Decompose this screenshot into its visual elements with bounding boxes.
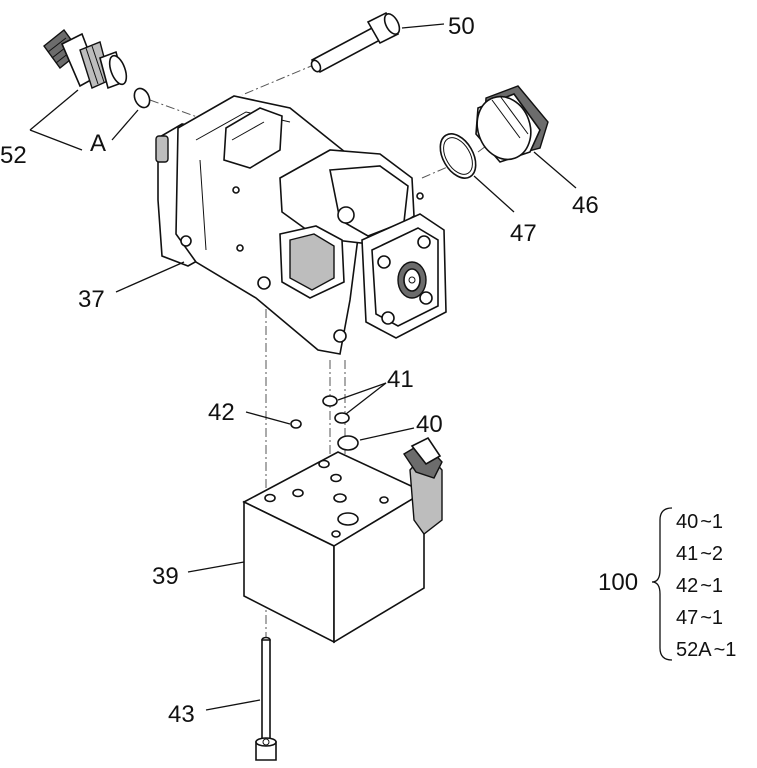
callout-52: 52 <box>0 142 27 169</box>
callout-39: 39 <box>152 563 179 590</box>
part-41-o-ring-upper <box>322 395 338 407</box>
callout-37: 37 <box>78 286 105 313</box>
part-39-manifold-block <box>242 436 443 644</box>
kit-brace <box>651 507 673 661</box>
kit-item: 41~2 <box>676 543 723 565</box>
callout-43: 43 <box>168 701 195 728</box>
callout-40: 40 <box>416 411 443 438</box>
callout-50: 50 <box>448 13 475 40</box>
kit-number: 100 <box>598 569 638 596</box>
part-42-o-ring <box>290 419 302 429</box>
seal-rings <box>290 395 359 451</box>
callout-47: 47 <box>510 220 537 247</box>
part-50-bolt <box>310 11 401 74</box>
part-41-o-ring-lower <box>334 412 350 424</box>
kit-item: 40~1 <box>676 511 723 533</box>
part-52-pressure-sensor <box>43 28 128 90</box>
callout-46: 46 <box>572 192 599 219</box>
kit-item: 47~1 <box>676 607 723 629</box>
kit-100-contents: 100 40~1 41~2 42~1 47~1 52A~1 <box>598 507 736 661</box>
kit-item: 42~1 <box>676 575 723 597</box>
callout-A: A <box>90 130 106 157</box>
part-46-plug <box>475 85 549 163</box>
part-47-o-ring <box>439 133 477 179</box>
part-37-valve-body <box>155 95 447 355</box>
kit-item: 52A~1 <box>676 639 736 661</box>
callout-labels: 50 52 A 46 47 37 41 42 40 39 43 <box>0 13 599 728</box>
leader-lines <box>29 23 577 711</box>
callout-42: 42 <box>208 399 235 426</box>
part-A-o-ring <box>133 87 151 109</box>
part-43-bolt <box>255 636 277 761</box>
part-40-o-ring <box>337 435 359 451</box>
callout-41: 41 <box>387 366 414 393</box>
